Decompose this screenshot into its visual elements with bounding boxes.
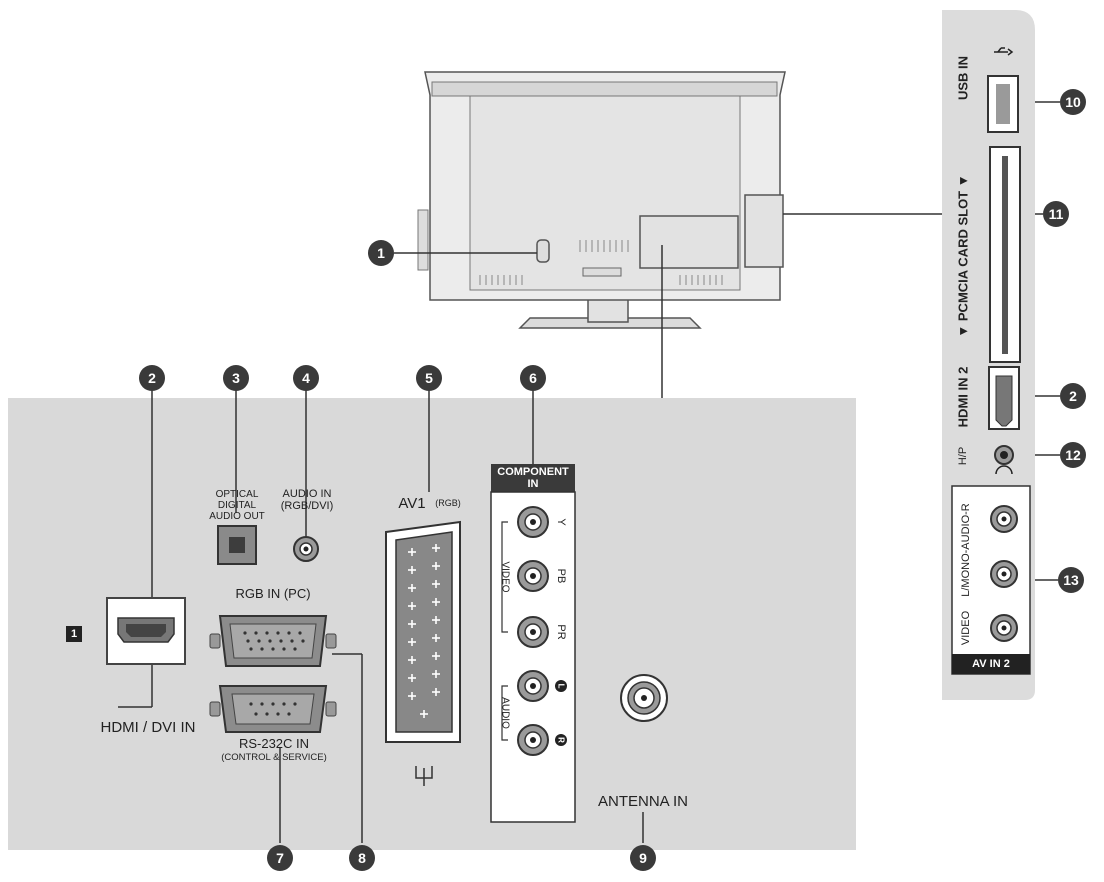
panel-badge xyxy=(66,626,82,642)
optical-label-1: OPTICAL xyxy=(216,489,259,500)
svg-text:1: 1 xyxy=(377,245,385,261)
component-y-label: Y xyxy=(555,518,567,526)
marker-9: 9 xyxy=(630,845,656,871)
marker-7: 7 xyxy=(267,845,293,871)
rgb-in-label: RGB IN (PC) xyxy=(235,586,310,601)
marker-11: 11 xyxy=(1043,201,1069,227)
svg-text:5: 5 xyxy=(425,370,433,386)
marker-3: 3 xyxy=(223,365,249,391)
svg-text:10: 10 xyxy=(1065,94,1081,110)
hdmi-in2-label: HDMI IN 2 xyxy=(956,367,971,428)
svg-text:2: 2 xyxy=(1069,388,1077,404)
scart-symbol-icon xyxy=(415,766,433,786)
rs232c-port xyxy=(209,685,337,733)
marker-10: 10 xyxy=(1060,89,1086,115)
component-l-label: L xyxy=(557,684,566,689)
svg-text:6: 6 xyxy=(529,370,537,386)
usb-icon xyxy=(994,47,1014,56)
component-header xyxy=(491,464,575,492)
hdmi-dvi-port xyxy=(106,597,186,665)
svg-text:3: 3 xyxy=(232,370,240,386)
av-in2-label: AV IN 2 xyxy=(972,658,1010,670)
headphone-icon xyxy=(995,465,1013,475)
component-audio-label: AUDIO xyxy=(500,697,511,729)
av-in2-badge xyxy=(952,654,1030,674)
marker-13: 13 xyxy=(1058,567,1084,593)
rs232c-label-2: (CONTROL & SERVICE) xyxy=(221,752,327,763)
marker-5: 5 xyxy=(416,365,442,391)
component-video-label: VIDEO xyxy=(500,561,511,592)
antenna-port xyxy=(620,674,668,722)
hp-label: H/P xyxy=(957,447,969,465)
pcmcia-label: ▼ PCMCIA CARD SLOT ▼ xyxy=(956,174,971,337)
svg-text:9: 9 xyxy=(639,850,647,866)
optical-port xyxy=(217,525,257,565)
marker-1: 1 xyxy=(368,240,394,266)
rgb-in-port xyxy=(209,615,337,667)
component-label-1: COMPONENT xyxy=(497,466,569,478)
svg-text:7: 7 xyxy=(276,850,284,866)
component-pr-label: PR xyxy=(555,624,567,639)
component-label-2: IN xyxy=(528,478,539,490)
marker-6: 6 xyxy=(520,365,546,391)
marker-8: 8 xyxy=(349,845,375,871)
svg-text:11: 11 xyxy=(1049,206,1064,222)
av1-sub-label: (RGB) xyxy=(435,498,461,508)
av-in2-jacks xyxy=(990,505,1018,642)
marker-12: 12 xyxy=(1060,442,1086,468)
svg-text:8: 8 xyxy=(358,850,366,866)
audio-in-jack xyxy=(293,536,319,562)
component-r-label: R xyxy=(557,737,566,743)
panel-badge-label: 1 xyxy=(71,628,77,640)
av1-label: AV1 xyxy=(398,495,425,512)
svg-text:12: 12 xyxy=(1065,447,1081,463)
av-video-label: VIDEO xyxy=(960,610,972,645)
component-pb-label: PB xyxy=(555,569,567,584)
hdmi-dvi-label: HDMI / DVI IN xyxy=(100,719,195,736)
component-jacks xyxy=(517,506,549,756)
component-panel xyxy=(490,491,576,823)
hdmi-in2-port xyxy=(988,366,1020,430)
optical-label-3: AUDIO OUT xyxy=(209,511,265,522)
tv-rear-view xyxy=(417,71,786,329)
optical-label-2: DIGITAL xyxy=(218,500,257,511)
audio-in-label-1: AUDIO IN xyxy=(283,488,332,500)
scart-port xyxy=(385,520,461,743)
av-audio-label: L/MONO-AUDIO-R xyxy=(960,503,972,597)
svg-text:4: 4 xyxy=(302,370,310,386)
audio-in-label-2: (RGB/DVI) xyxy=(281,500,334,512)
marker-2-side: 2 xyxy=(1060,383,1086,409)
marker-2: 2 xyxy=(139,365,165,391)
marker-4: 4 xyxy=(293,365,319,391)
svg-text:2: 2 xyxy=(148,370,156,386)
svg-text:13: 13 xyxy=(1063,572,1079,588)
usb-in-label: USB IN xyxy=(956,56,971,100)
headphone-jack xyxy=(994,445,1014,465)
rs232c-label-1: RS-232C IN xyxy=(239,736,309,751)
antenna-label: ANTENNA IN xyxy=(598,793,688,810)
